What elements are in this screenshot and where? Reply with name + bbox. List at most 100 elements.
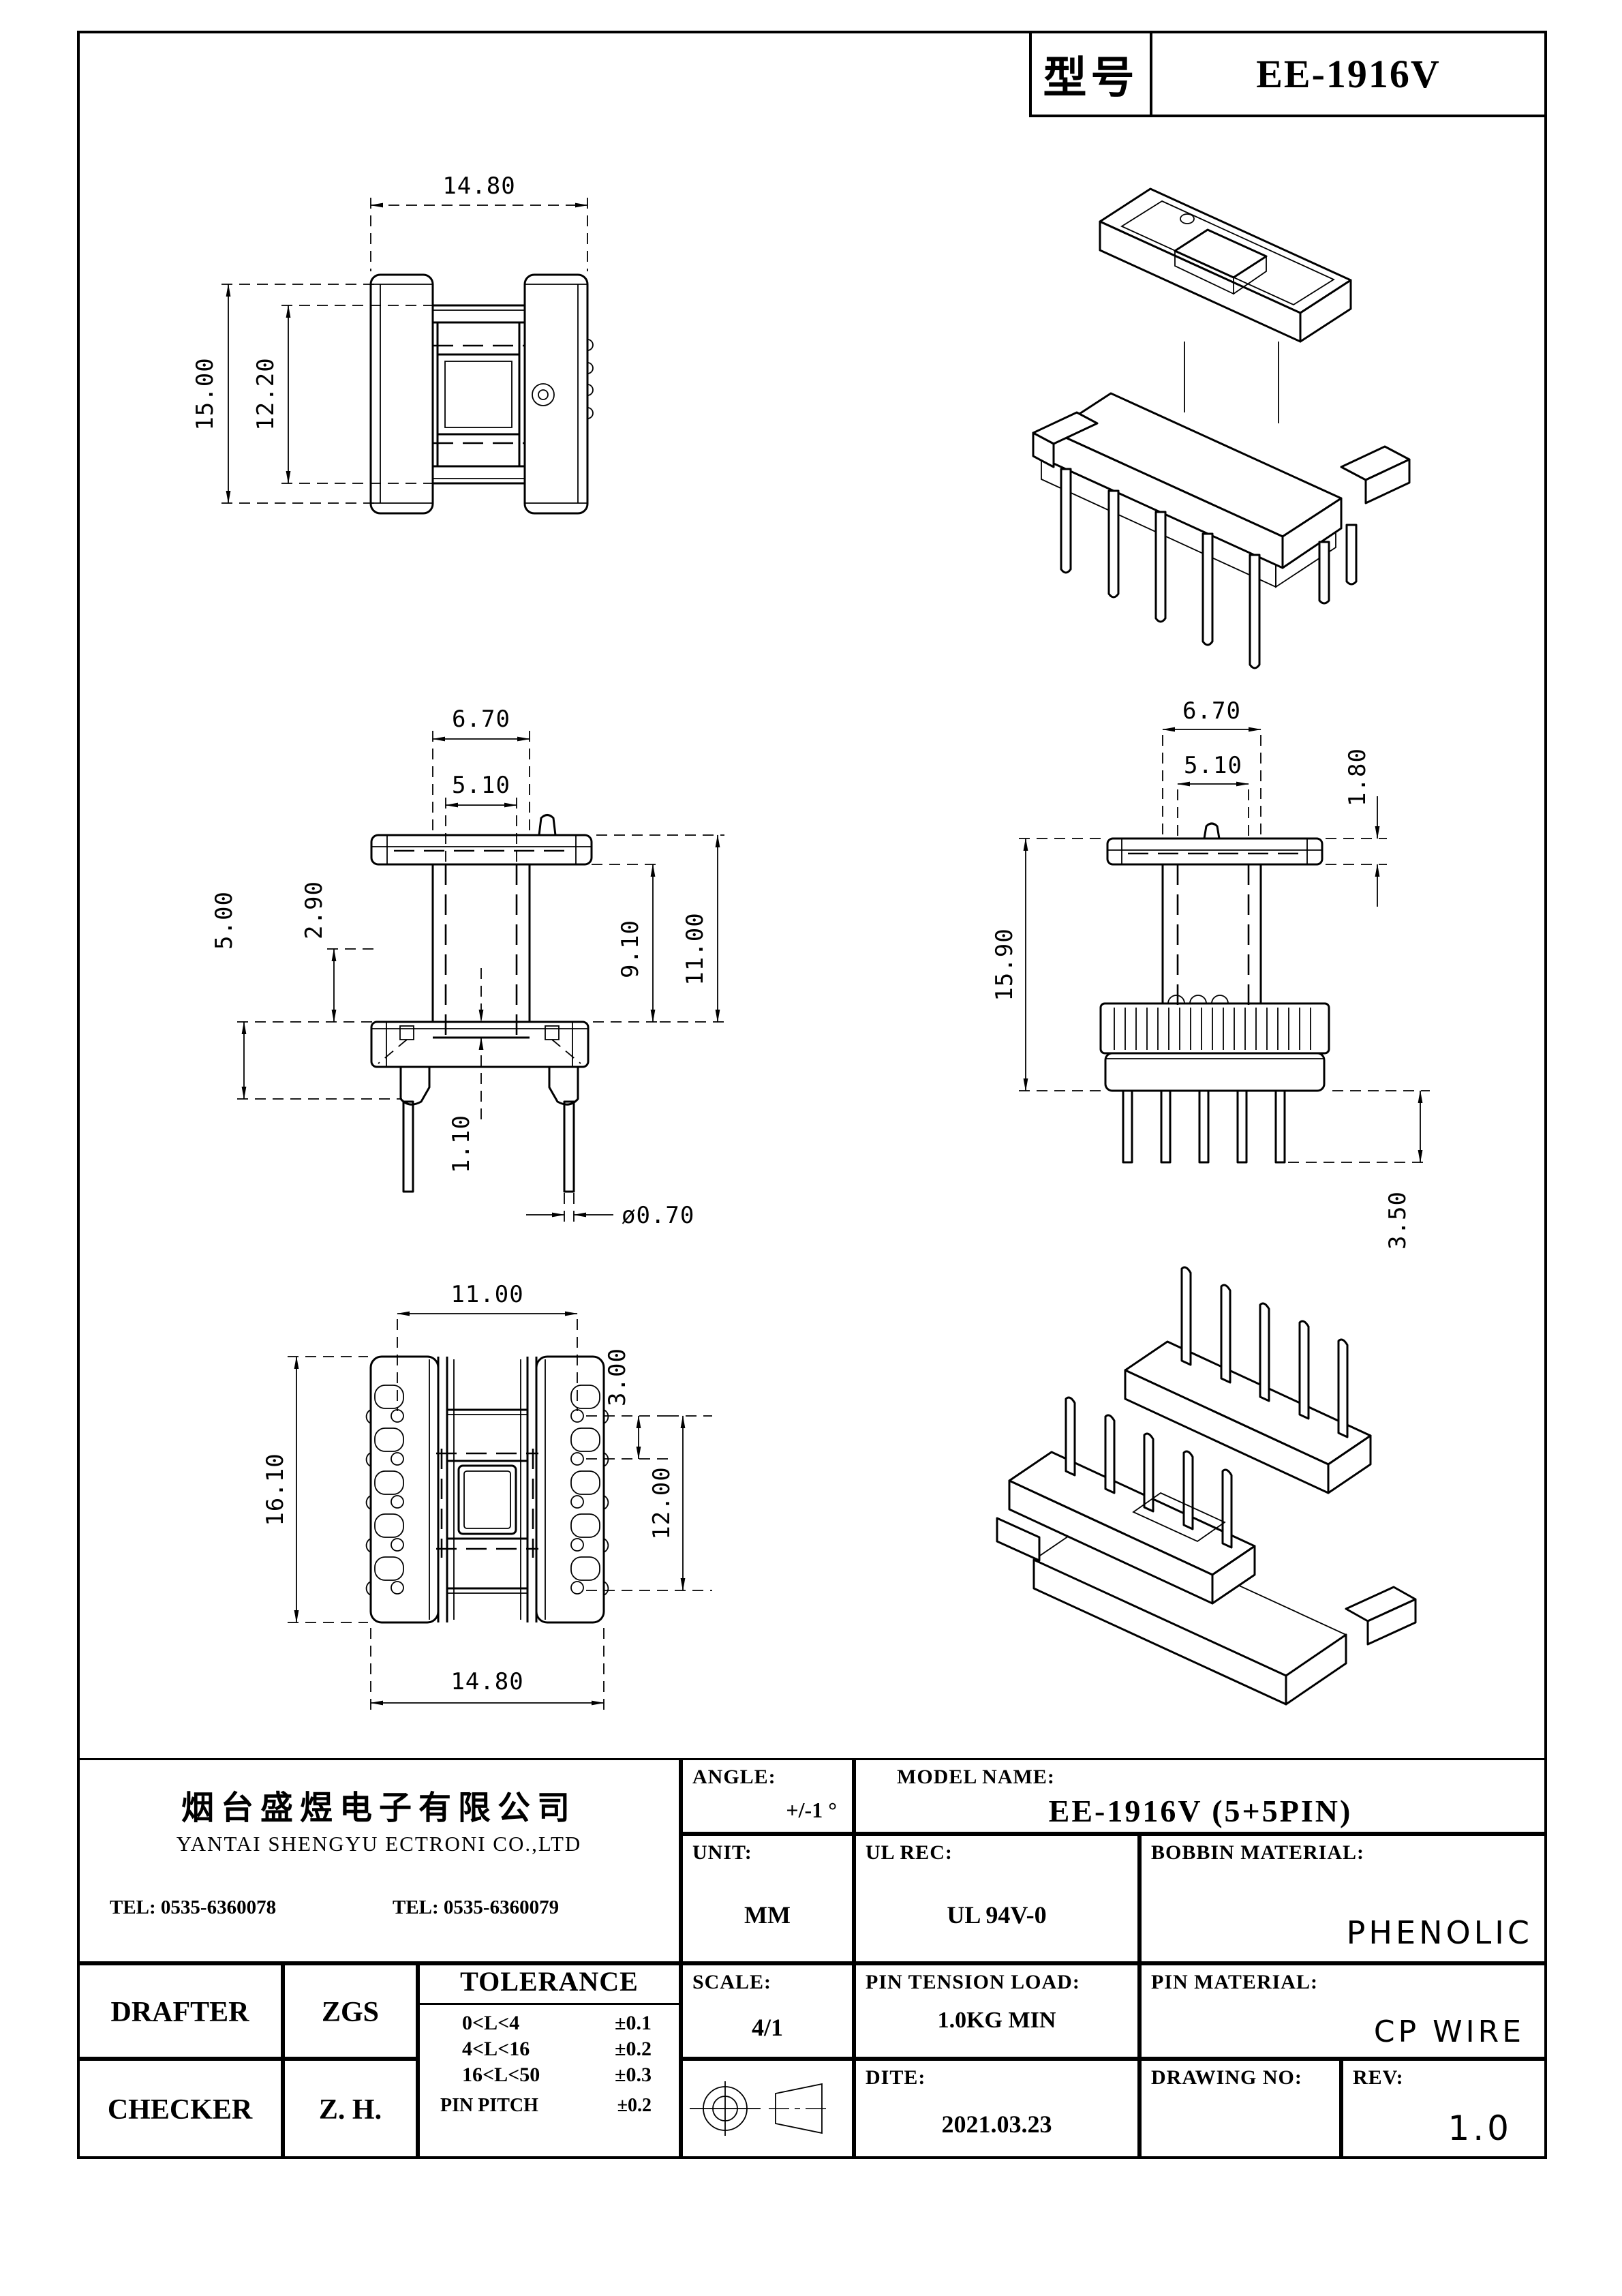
rev-cell: REV: 1.0 <box>1341 2059 1547 2159</box>
dim-label: 5.00 <box>211 891 238 950</box>
drafter-label: DRAFTER <box>110 1997 249 2028</box>
dim-label: ø0.70 <box>622 1202 694 1229</box>
iso-pins <box>1060 468 1358 669</box>
dim-front-web: 1.10 <box>448 968 484 1173</box>
dim-bottom-width: 14.80 <box>370 1628 605 1711</box>
dim-front-winding-height: 9.10 <box>538 864 660 1023</box>
dim-top-inner-height: 12.20 <box>252 305 443 484</box>
model-number-value: EE-1916V <box>1150 31 1547 117</box>
right-flange-holes <box>570 1385 609 1596</box>
bottom-view-drawing: 11.00 3.00 16.10 12.00 14.80 <box>262 1281 712 1711</box>
model-name-cell: MODEL NAME: EE-1916V (5+5PIN) <box>854 1758 1547 1834</box>
dim-label: 3.00 <box>604 1348 631 1406</box>
isometric-view-inverted <box>996 1266 1417 1706</box>
front-view-body <box>370 814 593 1193</box>
iso-column <box>1184 342 1279 423</box>
bobbin-material-label: BOBBIN MATERIAL: <box>1151 1841 1364 1864</box>
tolerance-row: 4<L<16 ±0.2 <box>420 2036 679 2062</box>
dim-label: 15.90 <box>991 928 1018 1001</box>
iso2-plates <box>996 1517 1417 1706</box>
iso-bottom-flange <box>1032 392 1411 588</box>
dim-side-flange-thickness: 1.80 <box>1326 748 1387 907</box>
dim-label: 1.80 <box>1344 748 1371 806</box>
dim-label: 11.00 <box>682 912 709 985</box>
title-block: 型号 EE-1916V <box>1029 31 1547 117</box>
pin-material-cell: PIN MATERIAL: CP WIRE <box>1139 1963 1547 2059</box>
dim-side-pin-length: 3.50 <box>1288 1090 1430 1250</box>
pin-material-value: CP WIRE <box>1373 2014 1525 2049</box>
checker-label: CHECKER <box>107 2094 253 2126</box>
date-value: 2021.03.23 <box>941 2111 1052 2138</box>
company-name-cn: 烟台盛煜电子有限公司 <box>181 1790 577 1826</box>
drafter-value-cell: ZGS <box>283 1963 418 2059</box>
info-table: 烟台盛煜电子有限公司 YANTAI SHENGYU ECTRONI CO.,LT… <box>77 1758 1547 2159</box>
company-tel-1: TEL: 0535-6360078 <box>110 1897 277 1918</box>
dim-label: 11.00 <box>450 1281 523 1308</box>
model-name-value: EE-1916V (5+5PIN) <box>1048 1794 1353 1828</box>
date-cell: DITE: 2021.03.23 <box>854 2059 1139 2159</box>
drafter-cell: DRAFTER <box>77 1963 283 2059</box>
dim-side-core-width: 5.10 <box>1177 752 1249 836</box>
pin-tension-cell: PIN TENSION LOAD: 1.0KG MIN <box>854 1963 1139 2059</box>
dim-bottom-pin-col-span: 12.00 <box>586 1415 712 1591</box>
checker-value-cell: Z. H. <box>283 2059 418 2159</box>
dim-label: 6.70 <box>452 706 510 733</box>
pin-tension-label: PIN TENSION LOAD: <box>866 1971 1080 1993</box>
iso2-window <box>1132 1492 1226 1543</box>
dim-label: 3.50 <box>1384 1191 1411 1250</box>
left-flange-holes <box>365 1385 404 1596</box>
dim-label: 16.10 <box>262 1453 289 1526</box>
dim-label: 5.10 <box>1184 752 1242 779</box>
side-view-drawing: 6.70 5.10 1.80 15.90 3.50 <box>991 697 1430 1250</box>
dim-label: 9.10 <box>617 920 644 978</box>
dim-bottom-pin-row-span: 11.00 <box>397 1281 578 1411</box>
unit-label: UNIT: <box>692 1841 752 1864</box>
drawing-no-label: DRAWING NO: <box>1151 2066 1302 2089</box>
company-name-en: YANTAI SHENGYU ECTRONI CO.,LTD <box>176 1832 582 1856</box>
tolerance-range: PIN PITCH <box>440 2095 538 2116</box>
ul-rec-cell: UL REC: UL 94V-0 <box>854 1834 1139 1963</box>
dim-label: 1.10 <box>448 1115 475 1173</box>
dim-top-width: 14.80 <box>370 172 588 271</box>
dim-label: 6.70 <box>1182 697 1241 725</box>
tolerance-value: ±0.3 <box>615 2064 652 2086</box>
dim-label: 15.00 <box>192 357 219 430</box>
tolerance-row: 16<L<50 ±0.3 <box>420 2062 679 2088</box>
angle-value: +/-1 ° <box>786 1798 837 1822</box>
dim-front-base-height: 5.00 <box>211 891 436 1100</box>
tolerance-row: 0<L<4 ±0.1 <box>420 2010 679 2036</box>
scale-label: SCALE: <box>692 1971 772 1993</box>
checker-cell: CHECKER <box>77 2059 283 2159</box>
iso-top-flange <box>1099 187 1352 343</box>
isometric-view-upright <box>1032 187 1411 669</box>
iso2-back-pin-bar <box>1124 1266 1372 1494</box>
model-name-label: MODEL NAME: <box>897 1766 1055 1788</box>
tolerance-range: 4<L<16 <box>462 2038 530 2060</box>
scale-cell: SCALE: 4/1 <box>681 1963 854 2059</box>
unit-cell: UNIT: MM <box>681 1834 854 1963</box>
ul-rec-label: UL REC: <box>866 1841 953 1864</box>
pin-material-label: PIN MATERIAL: <box>1151 1971 1318 1993</box>
dim-bottom-height: 16.10 <box>262 1356 368 1623</box>
first-angle-projection-icon <box>690 2081 830 2136</box>
side-view-body <box>1099 822 1330 1164</box>
bottom-view-body <box>365 1355 609 1624</box>
dim-front-flange-width: 6.70 <box>432 706 530 832</box>
dim-label: 14.80 <box>442 172 515 200</box>
date-label: DITE: <box>866 2066 926 2089</box>
dim-side-flange-width: 6.70 <box>1162 697 1261 836</box>
dim-label: 2.90 <box>301 881 328 939</box>
tolerance-range: 16<L<50 <box>462 2064 540 2086</box>
tolerance-value: ±0.2 <box>617 2095 652 2116</box>
tolerance-cell: TOLERANCE 0<L<4 ±0.1 4<L<16 ±0.2 16<L<50… <box>418 1963 681 2159</box>
company-tel-2: TEL: 0535-6360079 <box>393 1897 560 1918</box>
dim-label: 14.80 <box>450 1668 523 1695</box>
front-view-drawing: 6.70 5.10 5.00 2.90 9.10 <box>211 706 724 1229</box>
dim-top-height: 15.00 <box>192 284 375 504</box>
rev-value: 1.0 <box>1448 2109 1512 2148</box>
projection-symbol-cell <box>681 2059 854 2159</box>
unit-value: MM <box>744 1901 791 1929</box>
pin-tension-value: 1.0KG MIN <box>937 2008 1056 2033</box>
company-cell: 烟台盛煜电子有限公司 YANTAI SHENGYU ECTRONI CO.,LT… <box>77 1758 681 1963</box>
